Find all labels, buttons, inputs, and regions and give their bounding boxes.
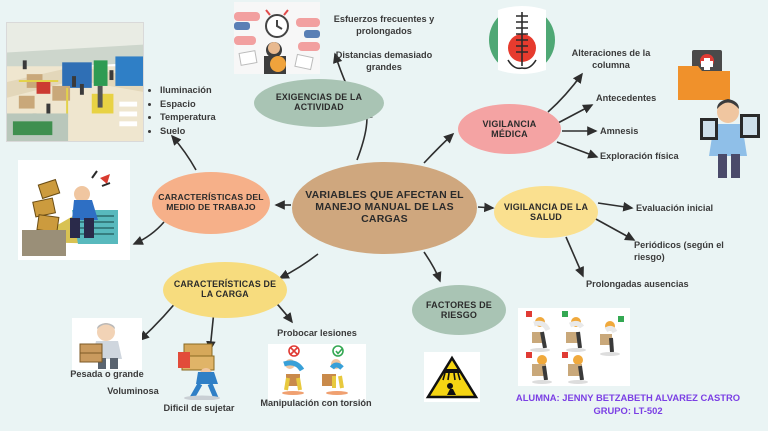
central-node[interactable]: VARIABLES QUE AFECTAN EL MANEJO MANUAL D… — [292, 162, 477, 254]
vigilancia-salud-item-periodicos: Periódicos (según el riesgo) — [634, 240, 724, 262]
carga-item-voluminosa: Voluminosa — [107, 386, 159, 396]
elderly-carrying-box-illustration — [72, 318, 142, 370]
doctor-with-xray-illustration — [698, 96, 762, 182]
list-item: Suelo — [160, 125, 216, 139]
ramp-accident-illustration — [18, 160, 130, 260]
branch-caracteristicas-de-la-carga[interactable]: CARACTERÍSTICAS DE LA CARGA — [163, 262, 287, 318]
vigilancia-medica-item-antecedentes: Antecedentes — [596, 93, 657, 103]
credit-group-line: GRUPO: LT-502 — [593, 404, 663, 416]
vigilancia-salud-item-evaluacion: Evaluación inicial — [636, 203, 714, 213]
branch-exigencias-de-la-actividad[interactable]: EXIGENCIAS DE LA ACTIVIDAD — [254, 79, 384, 127]
vigilancia-medica-item-amnesis: Amnesis — [600, 126, 639, 136]
medio-trabajo-list: Iluminación Espacio Temperatura Suelo — [150, 84, 216, 139]
branch-factores-de-riesgo[interactable]: FACTORES DE RIESGO — [412, 285, 506, 335]
carga-item-probocar-lesiones: Probocar lesiones — [277, 328, 357, 338]
list-item: Iluminación — [160, 84, 216, 98]
exigencias-item-distancias: Distancias demasiado grandes — [335, 50, 433, 72]
carga-item-dificil-sujetar: Dificil de sujetar — [163, 403, 235, 413]
vigilancia-salud-item-prolongadas: Prolongadas ausencias — [586, 279, 689, 289]
worker-carrying-boxes-illustration — [170, 340, 234, 400]
vigilancia-medica-item-alteraciones: Alteraciones de la columna — [571, 48, 651, 70]
list-item: Temperatura — [160, 111, 216, 125]
vigilancia-medica-item-exploracion: Exploración física — [600, 151, 679, 161]
branch-vigilancia-medica[interactable]: VIGILANCIA MÉDICA — [458, 104, 561, 154]
lifting-postures-grid — [518, 308, 630, 386]
spine-xray-icon — [484, 4, 560, 76]
carga-item-pesada: Pesada o grande — [70, 369, 144, 379]
medical-folder-icon — [676, 48, 734, 102]
stress-deadline-illustration — [234, 2, 320, 74]
exigencias-item-esfuerzos: Esfuerzos frecuentes y prolongados — [333, 14, 435, 36]
credit-student-line: ALUMNA: JENNY BETZABETH ALVAREZ CASTRO — [515, 392, 741, 403]
falling-load-warning-sign — [424, 352, 480, 402]
branch-medio-de-trabajo[interactable]: CARACTERÍSTICAS DEL MEDIO DE TRABAJO — [152, 172, 270, 234]
lifting-technique-comparison — [268, 344, 366, 400]
list-item: Espacio — [160, 98, 216, 112]
branch-vigilancia-de-la-salud[interactable]: VIGILANCIA DE LA SALUD — [494, 186, 598, 238]
carga-item-manipulacion-torsion: Manipulación con torsión — [260, 398, 372, 408]
warehouse-illustration — [6, 22, 144, 142]
student-credit: ALUMNA: JENNY BETZABETH ALVAREZ CASTRO G… — [492, 392, 764, 417]
